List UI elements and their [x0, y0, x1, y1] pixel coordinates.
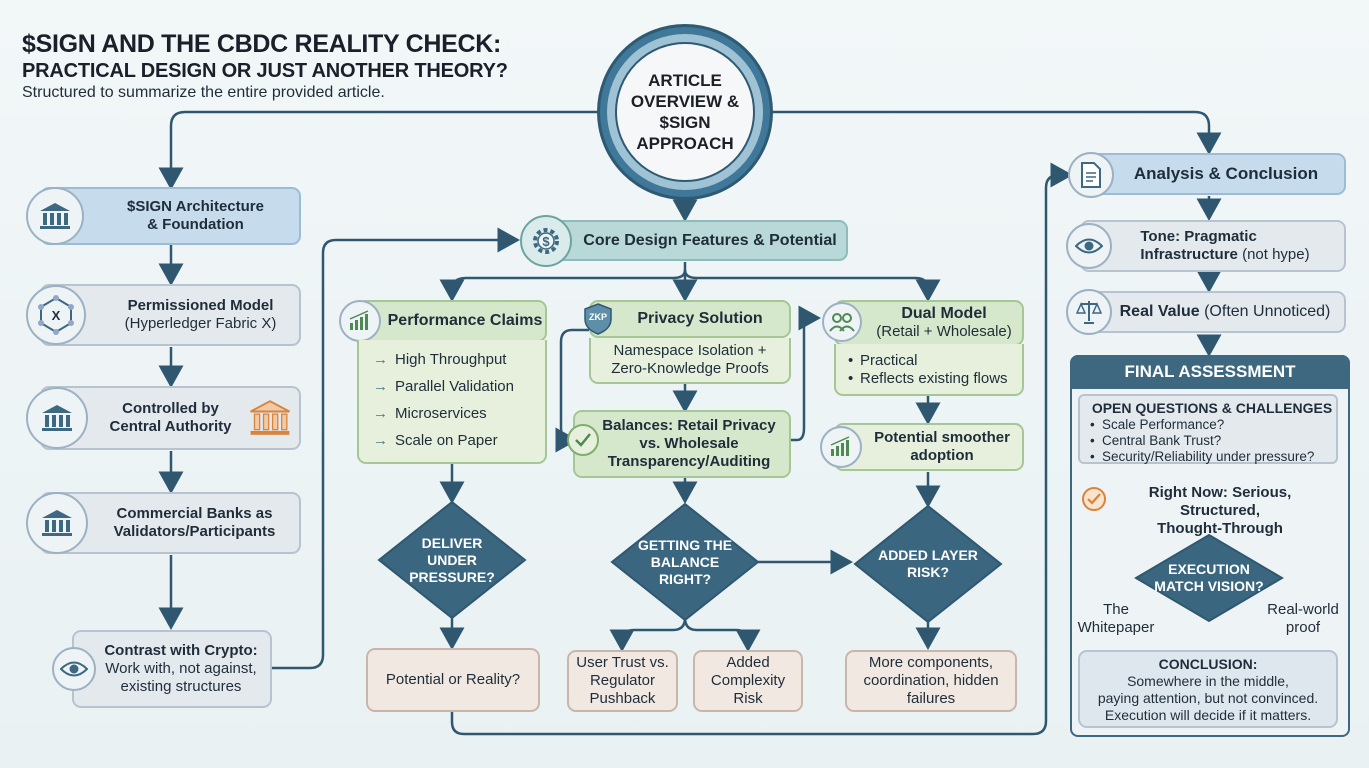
list-item: Practical — [848, 352, 1022, 370]
permissioned-title: Permissioned Model — [127, 297, 274, 314]
hub-label: ARTICLE OVERVIEW & $SIGN APPROACH — [630, 71, 740, 153]
deliver-decision: DELIVER UNDER PRESSURE? — [377, 500, 527, 620]
layer-decision: ADDED LAYER RISK? — [853, 504, 1003, 624]
list-item: High Throughput — [373, 346, 545, 373]
tone-rest: (not hype) — [1237, 246, 1310, 263]
check-icon — [567, 424, 599, 456]
performance-header: Performance Claims — [357, 300, 547, 342]
contrast-node: Contrast with Crypto: Work with, not aga… — [72, 630, 272, 708]
trust-outcome: User Trust vs. Regulator Pushback — [567, 650, 678, 712]
core-features-node: Core Design Features & Potential — [548, 220, 848, 261]
eye-icon — [1066, 223, 1112, 269]
potential-label: Potential or Reality? — [385, 671, 521, 688]
chart-icon — [820, 426, 862, 468]
bank-icon — [26, 187, 84, 245]
open-items: Scale Performance? Central Bank Trust? S… — [1090, 417, 1336, 465]
final-label: FINAL ASSESSMENT — [1124, 362, 1296, 381]
balance-decision: GETTING THE BALANCE RIGHT? — [610, 502, 760, 622]
balances-node: Balances: Retail Privacy vs. Wholesale T… — [573, 410, 791, 478]
right-now-label: Right Now: Serious, Structured, Thought-… — [1148, 484, 1292, 537]
document-icon — [1068, 152, 1114, 198]
dual-sub: (Retail + Wholesale) — [876, 323, 1012, 340]
network-icon: X — [26, 285, 86, 345]
value-rest: (Often Unnoticed) — [1199, 303, 1331, 320]
tone-node: Tone: Pragmatic Infrastructure (not hype… — [1080, 220, 1346, 272]
final-header: FINAL ASSESSMENT — [1070, 355, 1350, 389]
value-bold: Real Value — [1119, 303, 1200, 320]
list-item: Reflects existing flows — [848, 370, 1022, 388]
architecture-label: $SIGN Architecture & Foundation — [127, 198, 264, 233]
privacy-header: Privacy Solution — [589, 300, 791, 338]
chart-icon — [339, 300, 381, 342]
privacy-title: Privacy Solution — [637, 310, 763, 327]
dual-title: Dual Model — [901, 305, 987, 322]
check-icon — [1082, 487, 1106, 511]
gear-dollar-icon: $ — [520, 215, 572, 267]
list-item: Microservices — [373, 400, 545, 427]
contrast-sub: Work with, not against, existing structu… — [105, 660, 257, 695]
svg-text:$: $ — [542, 234, 550, 249]
conclusion-box: CONCLUSION: Somewhere in the middle, pay… — [1078, 650, 1338, 728]
list-item: Scale on Paper — [373, 427, 545, 454]
central-bank-icon — [248, 398, 292, 438]
dual-header: Dual Model (Retail + Wholesale) — [834, 300, 1024, 346]
complexity-label: Added Complexity Risk — [710, 654, 786, 707]
banks-label: Commercial Banks as Validators/Participa… — [113, 505, 276, 540]
components-label: More components, coordination, hidden fa… — [863, 654, 999, 707]
execution-decision: EXECUTION MATCH VISION? — [1134, 533, 1284, 623]
conclusion-title: CONCLUSION: — [1158, 655, 1258, 672]
trust-label: User Trust vs. Regulator Pushback — [576, 654, 669, 707]
open-questions-box: OPEN QUESTIONS & CHALLENGES Scale Perfor… — [1078, 394, 1338, 465]
list-item: Central Bank Trust? — [1090, 433, 1336, 449]
contrast-title: Contrast with Crypto: — [104, 642, 258, 659]
components-outcome: More components, coordination, hidden fa… — [845, 650, 1017, 712]
main-subtitle-question: PRACTICAL DESIGN OR JUST ANOTHER THEORY? — [22, 60, 508, 82]
balances-label: Balances: Retail Privacy vs. Wholesale T… — [602, 417, 776, 470]
execution-label: EXECUTION MATCH VISION? — [1154, 561, 1264, 594]
privacy-detail: Namespace Isolation + Zero-Knowledge Pro… — [589, 338, 791, 384]
potential-outcome: Potential or Reality? — [366, 648, 540, 712]
analysis-label: Analysis & Conclusion — [1133, 164, 1319, 183]
balance-label: GETTING THE BALANCE RIGHT? — [637, 536, 733, 587]
people-icon — [822, 302, 862, 342]
list-item: Security/Reliability under pressure? — [1090, 449, 1336, 465]
performance-list: High Throughput Parallel Validation Micr… — [357, 340, 547, 464]
permissioned-sub: (Hyperledger Fabric X) — [124, 315, 277, 332]
bank-icon — [26, 387, 88, 449]
performance-title: Performance Claims — [387, 312, 543, 329]
bank-icon — [26, 492, 88, 554]
tone-bold: Tone: Pragmatic Infrastructure — [1140, 228, 1257, 263]
eye-icon — [52, 647, 96, 691]
list-item: Scale Performance? — [1090, 417, 1336, 433]
tone-text: Tone: Pragmatic Infrastructure (not hype… — [1140, 228, 1309, 264]
real-world-branch: Real-world proof — [1267, 601, 1339, 636]
zkp-badge: ZKP — [589, 312, 607, 322]
core-label: Core Design Features & Potential — [583, 231, 837, 249]
deliver-label: DELIVER UNDER PRESSURE? — [409, 534, 495, 585]
conclusion-body: Somewhere in the middle, paying attentio… — [1097, 672, 1319, 723]
controlled-label: Controlled by Central Authority — [109, 400, 232, 435]
list-item: Parallel Validation — [373, 373, 545, 400]
complexity-outcome: Added Complexity Risk — [693, 650, 803, 712]
value-text: Real Value (Often Unnoticed) — [1120, 303, 1331, 321]
adoption-label: Potential smoother adoption — [874, 429, 1010, 464]
adoption-node: Potential smoother adoption — [834, 423, 1024, 471]
scales-icon — [1066, 289, 1112, 335]
privacy-detail-label: Namespace Isolation + Zero-Knowledge Pro… — [611, 342, 769, 377]
value-node: Real Value (Often Unnoticed) — [1080, 291, 1346, 333]
hub-node: ARTICLE OVERVIEW & $SIGN APPROACH — [615, 42, 755, 182]
open-title: OPEN QUESTIONS & CHALLENGES — [1091, 400, 1333, 416]
performance-items: High Throughput Parallel Validation Micr… — [373, 346, 545, 454]
analysis-node: Analysis & Conclusion — [1080, 153, 1346, 195]
dual-list: Practical Reflects existing flows — [834, 344, 1024, 396]
main-title: $SIGN AND THE CBDC REALITY CHECK: — [22, 30, 502, 58]
shield-icon: ZKP — [582, 302, 614, 336]
whitepaper-branch: The Whitepaper — [1077, 601, 1155, 636]
caption: Structured to summarize the entire provi… — [22, 84, 385, 101]
dual-items: Practical Reflects existing flows — [848, 352, 1022, 388]
svg-text:X: X — [52, 308, 61, 323]
layer-label: ADDED LAYER RISK? — [878, 547, 978, 580]
